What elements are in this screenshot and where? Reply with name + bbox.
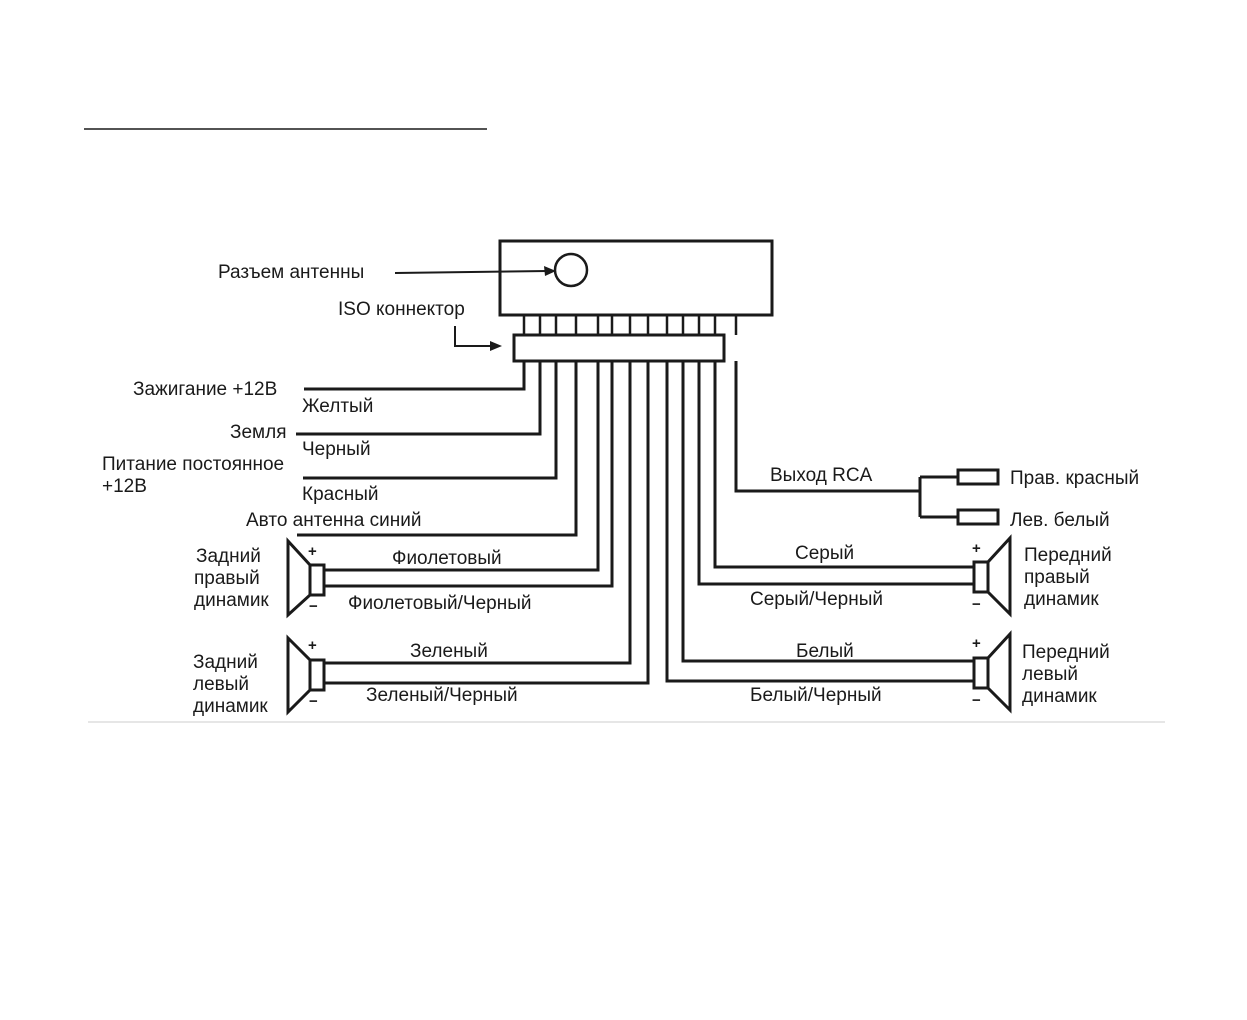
antenna-arrow-icon <box>544 266 556 276</box>
antenna-socket-icon <box>553 252 589 288</box>
antenna-pointer-line <box>394 270 549 274</box>
rear-left-name-line2: левый <box>193 674 249 695</box>
ground-color-label: Черный <box>302 439 371 460</box>
rear-left-plus-sign: + <box>308 637 317 654</box>
front-left-minus-wire <box>665 361 974 683</box>
constant-power-label-line1: Питание постоянное <box>102 454 284 475</box>
rear-left-speaker-icon <box>286 634 326 716</box>
rear-left-plus-label: Зеленый <box>410 641 488 662</box>
rca-wire <box>734 361 920 493</box>
rear-right-plus-sign: + <box>308 543 317 560</box>
front-right-plus-wire <box>713 361 974 569</box>
constant-power-color-label: Красный <box>302 484 378 505</box>
front-left-plus-sign: + <box>972 635 981 652</box>
rear-right-name-line3: динамик <box>194 590 269 611</box>
rear-right-name-line2: правый <box>194 568 260 589</box>
front-left-minus-label: Белый/Черный <box>750 685 882 706</box>
rear-right-speaker-icon <box>286 537 326 619</box>
front-right-name-line3: динамик <box>1024 589 1099 610</box>
rear-right-name-line1: Задний <box>196 546 261 567</box>
rear-left-minus-wire <box>324 361 650 685</box>
ignition-wire <box>304 361 526 391</box>
front-left-plus-wire <box>681 361 974 663</box>
iso-connector-block <box>512 333 726 363</box>
rear-right-plus-wire <box>324 361 600 572</box>
rear-right-minus-wire <box>324 361 614 588</box>
rca-right-plug-icon <box>956 468 1000 486</box>
front-right-plus-sign: + <box>972 540 981 557</box>
front-left-name-line3: динамик <box>1022 686 1097 707</box>
head-unit-body <box>498 239 774 317</box>
ground-wire <box>296 361 542 436</box>
rear-left-plus-wire <box>324 361 632 665</box>
auto-antenna-label: Авто антенна синий <box>246 510 421 531</box>
ignition-label: Зажигание +12В <box>133 379 277 400</box>
rear-left-minus-sign: − <box>309 693 318 710</box>
rca-left-plug-icon <box>956 508 1000 526</box>
rear-left-name-line3: динамик <box>193 696 268 717</box>
rca-right-label: Прав. красный <box>1010 468 1139 489</box>
front-left-speaker-icon <box>972 630 1012 714</box>
antenna-connector-label: Разъем антенны <box>218 262 364 283</box>
rear-right-plus-label: Фиолетовый <box>392 548 502 569</box>
rear-left-minus-label: Зеленый/Черный <box>366 685 518 706</box>
rear-right-minus-sign: − <box>309 598 318 615</box>
ground-label: Земля <box>230 422 286 443</box>
front-right-name-line2: правый <box>1024 567 1090 588</box>
front-left-minus-sign: − <box>972 692 981 709</box>
front-right-speaker-icon <box>972 534 1012 618</box>
front-right-name-line1: Передний <box>1024 545 1112 566</box>
connector-pins <box>522 315 738 335</box>
front-right-minus-sign: − <box>972 596 981 613</box>
front-left-name-line1: Передний <box>1022 642 1110 663</box>
front-left-plus-label: Белый <box>796 641 854 662</box>
iso-pointer-line <box>454 326 494 347</box>
iso-arrow-icon <box>490 341 502 351</box>
constant-power-label-line2: +12В <box>102 476 147 497</box>
rca-label: Выход RCA <box>770 465 873 486</box>
rear-left-name-line1: Задний <box>193 652 258 673</box>
front-left-name-line2: левый <box>1022 664 1078 685</box>
rear-right-minus-label: Фиолетовый/Черный <box>348 593 532 614</box>
iso-connector-label: ISO коннектор <box>338 299 465 320</box>
constant-power-wire <box>303 361 558 480</box>
front-right-plus-label: Серый <box>795 543 854 564</box>
auto-antenna-wire <box>297 361 578 537</box>
ignition-color-label: Желтый <box>302 396 373 417</box>
front-right-minus-wire <box>697 361 974 586</box>
front-right-minus-label: Серый/Черный <box>750 589 883 610</box>
rca-left-label: Лев. белый <box>1010 510 1110 531</box>
